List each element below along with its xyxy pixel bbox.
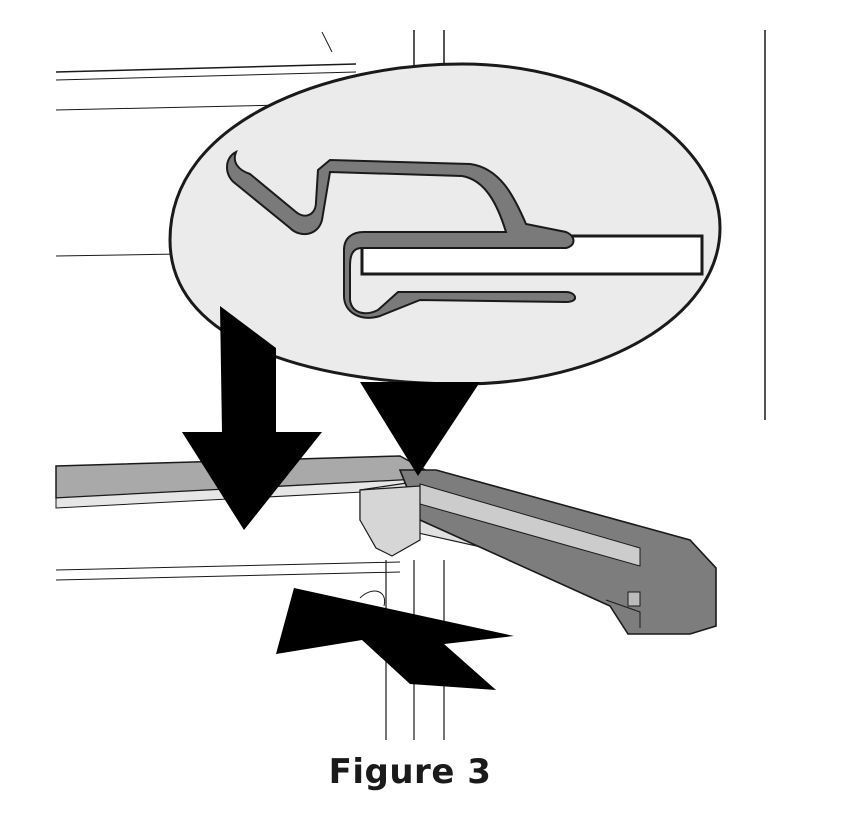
shelf-bracket (359, 469, 717, 635)
callout-pointer (360, 382, 480, 476)
arrow-down (182, 306, 322, 530)
figure-caption: Figure 3 (328, 752, 492, 792)
motion-arrows (182, 306, 514, 690)
clip-hook-detail (226, 149, 576, 319)
callout-magnifier (168, 62, 722, 476)
arrow-push-back (276, 588, 514, 690)
